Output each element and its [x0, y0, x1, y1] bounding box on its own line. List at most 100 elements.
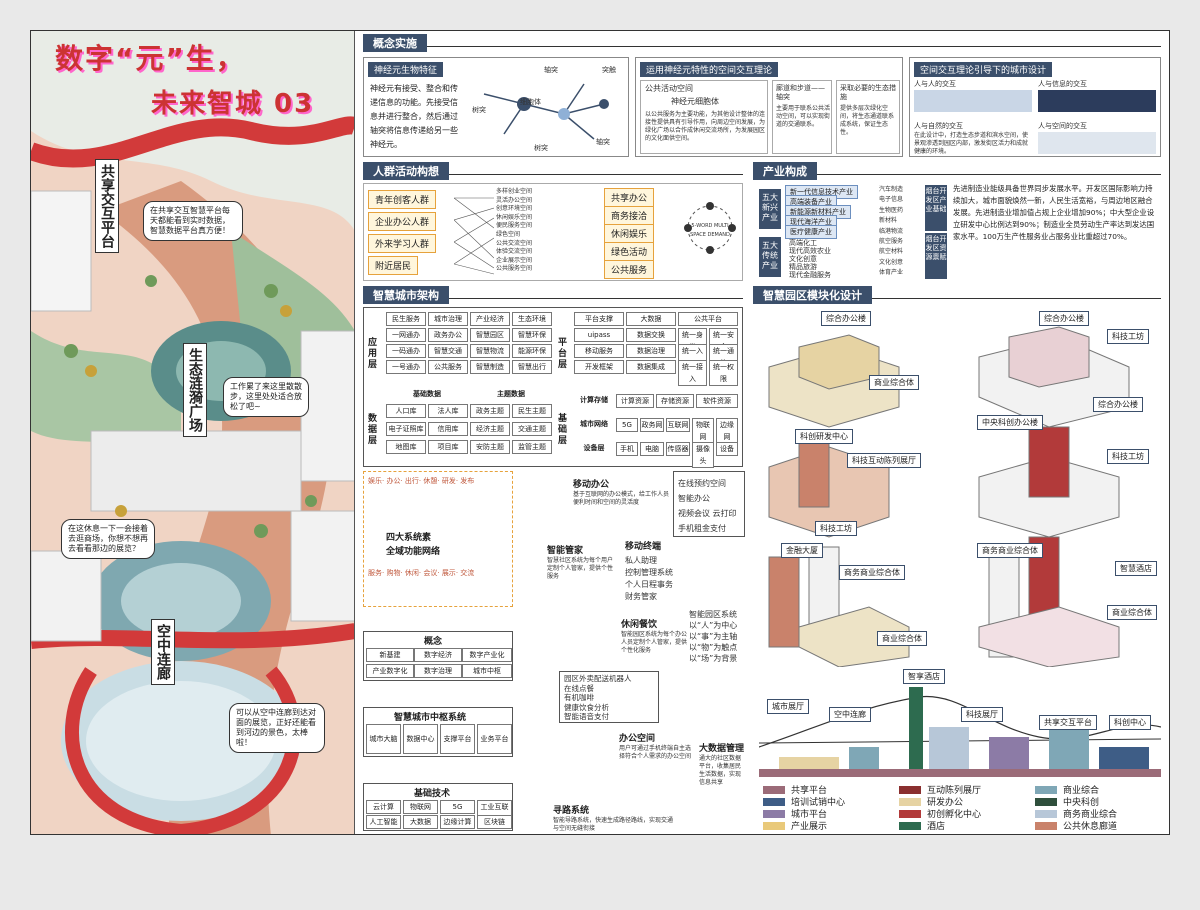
- corridor-text: 主要用于联系公共活动空间，可以实现街道的交通联系。: [776, 105, 831, 128]
- tech-grid: 基础技术 云计算 物联网 5G 工业互联网 人工智能 大数据 边缘计算 区块链: [363, 783, 513, 831]
- module-label-12: 商务商业综合体: [839, 565, 905, 580]
- app-cell-10: 智慧环保: [512, 328, 552, 342]
- system-tag-5: 研发: [441, 477, 456, 485]
- module-label-5: 综合办公楼: [1093, 397, 1143, 412]
- crowd-mid-7: 公共交流空间: [496, 239, 533, 247]
- app-cell-6: 公共服务: [428, 360, 468, 374]
- mid-item-5: 临港物流: [879, 227, 904, 235]
- old-item-3: 文化创意: [789, 255, 817, 263]
- plat-cell-3: 开发框架: [574, 360, 624, 374]
- neuron-label-1: 轴突: [544, 66, 558, 74]
- section-industry-head: 产业构成: [753, 162, 1161, 180]
- online-list: 在线预约空间 智能办公 视频会议 云打印 手机租金支付: [678, 476, 744, 536]
- people-interaction: 人与人的交互: [914, 80, 956, 88]
- data-cell-11: 安防主题: [470, 440, 510, 454]
- old-industry-label: 五大传统产业: [759, 237, 781, 277]
- app-cell-8: 智慧物流: [470, 344, 510, 358]
- terminal-item-1: 私人助理: [625, 556, 657, 565]
- app-layer-label: 应用层: [368, 338, 378, 370]
- data-cell-2: 法人库: [428, 404, 468, 418]
- legend-label: 初创孵化中心: [927, 810, 982, 820]
- module-label-1: 综合办公楼: [821, 311, 871, 326]
- plat-col-2: 大数据: [626, 312, 676, 326]
- legend-swatch: [763, 785, 785, 794]
- eco-title: 采取必要的生态措施: [840, 84, 896, 101]
- concept-grid: 概念 新基建 数字经济 数字产业化 产业数字化 数字治理 城市中枢: [363, 631, 513, 681]
- park-sys-5: 以“场”为背景: [689, 654, 738, 663]
- mobile-office-text: 基于互联网的办公模式，给工作人员便利时间和空间的灵活度: [573, 491, 670, 506]
- app-col-3: 产业经济: [470, 312, 510, 326]
- online-item-4: 手机租金支付: [678, 524, 726, 533]
- poster-title-line2: 未来智城 03: [151, 89, 315, 119]
- device-cell-1: 手机: [616, 442, 638, 456]
- legend-swatch: [763, 797, 785, 806]
- data-cell-3: 电子证照库: [386, 422, 426, 436]
- legend-label: 产业展示: [791, 822, 828, 832]
- mid-item-2: 电子信息: [879, 196, 904, 204]
- concept-neuron-subtitle: 神经元生物特征: [368, 62, 444, 77]
- section-concept-title: 概念实施: [363, 34, 427, 52]
- hub-grid: 智慧城市中枢系统 城市大脑 数据中心 支撑平台 业务平台: [363, 707, 513, 757]
- module-label-14: 商务商业综合体: [977, 543, 1043, 558]
- site-plan-svg: [31, 31, 354, 834]
- robot-list: 园区外卖配送机器人 在线点餐 有机咖啡 健康饮食分析 智能语音支付: [564, 674, 658, 722]
- legend-swatch: [1035, 809, 1057, 818]
- park-sys-3: 以“事”为主轴: [689, 632, 738, 641]
- robot-item-4: 健康饮食分析: [564, 702, 609, 712]
- legend-swatch: [899, 809, 921, 818]
- legend-label: 城市平台: [791, 810, 828, 820]
- label-sky-corridor: 空中连廊: [151, 619, 175, 685]
- system-tag-7: 服务: [368, 569, 382, 577]
- module-label-7: 科技互动陈列展厅: [847, 453, 921, 468]
- mid-item-6: 航空服务: [879, 238, 904, 246]
- system-tag-2: 办公: [386, 477, 401, 485]
- demand-label: 5-WORD MULTI SPACE DEMAND: [690, 223, 730, 238]
- system-subtitle: 全域功能网络: [386, 547, 441, 557]
- public-space-card: 公共活动空间 神经元细胞体 以公共服务为主要功能，为其他设计整体的连接性提供具有…: [640, 80, 768, 154]
- content-area: 概念实施 神经元生物特征 神经元有接受、整合和传递信息的功能。先接受信息并进行整…: [363, 31, 1169, 834]
- public-space-title: 公共活动空间: [645, 84, 693, 93]
- system-tags-2: 服务· 购物· 休闲· 会议· 展示· 交流: [368, 569, 475, 577]
- robot-box: 园区外卖配送机器人 在线点餐 有机咖啡 健康饮食分析 智能语音支付: [559, 671, 659, 723]
- crowd-mid-8: 体验交流空间: [496, 248, 533, 256]
- device-cell-2: 电脑: [640, 442, 664, 456]
- crowd-mid-1: 多样创业空间: [496, 188, 533, 195]
- platform-layer-label: 平台层: [558, 338, 568, 370]
- terminal-list: 私人助理 控制管理系统 个人日程事务 财务管家: [625, 555, 695, 603]
- skyline-section: [759, 687, 1161, 777]
- data-cell-8: 民生主题: [512, 404, 552, 418]
- mid-item-3: 生物医药: [879, 206, 904, 214]
- data-cell-5: 地图库: [386, 440, 426, 454]
- section-arch-title: 智慧城市架构: [363, 286, 449, 304]
- hub-cell-4: 业务平台: [477, 724, 512, 754]
- plat-col-3: 公共平台: [678, 312, 738, 326]
- speech-bubble-2: 工作累了来这里散散步，这里处处适合放松了吧~: [223, 377, 309, 417]
- legend-item: 研发办公: [899, 795, 963, 808]
- crowd-demand-3: 休闲娱乐: [604, 224, 655, 243]
- tech-cell-6: 大数据: [403, 815, 438, 829]
- legend-label: 互动陈列展厅: [927, 786, 982, 796]
- plat-cell-6: 数据集成: [626, 360, 676, 374]
- net-cell-2: 政务网: [640, 418, 664, 432]
- legend-swatch: [763, 809, 785, 818]
- system-tag-11: 展示: [441, 569, 456, 577]
- module-label-16: 商业综合体: [1107, 605, 1157, 620]
- legend-item: 初创孵化中心: [899, 807, 981, 820]
- section-module-title: 智慧园区模块化设计: [753, 286, 872, 304]
- industry-mid-list: 汽车制造 电子信息 生物医药 新材料 临港物流 航空服务 航空材料 文化创意 体…: [879, 185, 923, 279]
- section-arch-head: 智慧城市架构: [363, 286, 743, 304]
- data-cell-6: 项目库: [428, 440, 468, 454]
- terminal-item-2: 控制管理系统: [625, 568, 673, 577]
- old-item-5: 现代金融服务: [789, 271, 831, 279]
- tech-cell-3: 5G: [440, 800, 475, 814]
- space-interaction: 人与空间的交互: [1038, 122, 1087, 130]
- old-item-1: 高端化工: [789, 239, 817, 247]
- crowd-mid-2: 灵活办公空间: [496, 196, 533, 204]
- data-cell-7: 政务主题: [470, 404, 510, 418]
- legend-swatch: [899, 797, 921, 806]
- app-cell-7: 智慧园区: [470, 328, 510, 342]
- hub-title: 智慧城市中枢系统: [394, 713, 467, 723]
- neuron-label-6: 轴突: [596, 138, 610, 146]
- legend-label: 公共休息廊道: [1063, 822, 1118, 832]
- poster-title-line1: 数字“元”生，: [55, 42, 246, 75]
